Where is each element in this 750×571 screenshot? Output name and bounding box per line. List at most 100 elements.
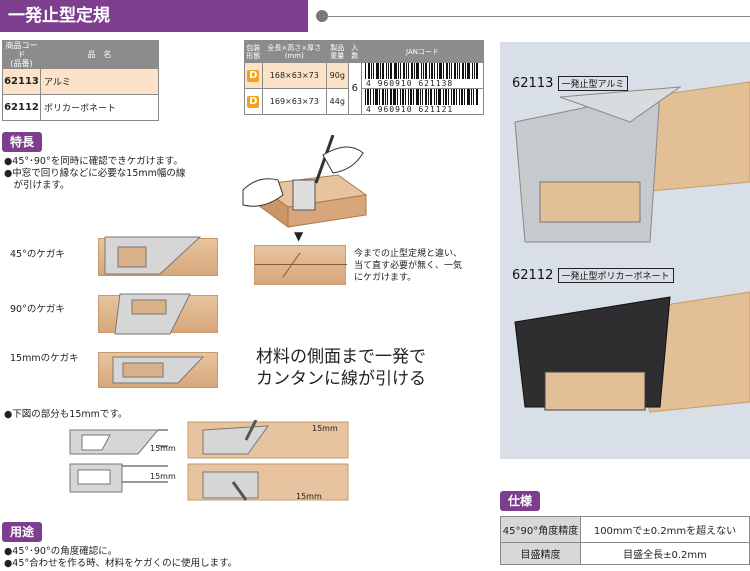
barcode-bar bbox=[421, 63, 422, 79]
barcode-bar bbox=[386, 63, 387, 79]
barcode-bar bbox=[439, 63, 442, 79]
barcode-bar bbox=[393, 89, 396, 105]
barcode-bar bbox=[388, 63, 389, 79]
barcode-bar bbox=[453, 89, 455, 105]
pack-badge-d: D bbox=[247, 95, 260, 108]
bottom-note: ●下図の部分も15mmです。 bbox=[4, 409, 128, 420]
dim-label: 15mm bbox=[150, 444, 176, 453]
barcode-bar bbox=[434, 89, 435, 105]
table-row: 45°90°角度精度 100mmで±0.2mmを超えない bbox=[500, 516, 750, 543]
barcode-bar bbox=[400, 89, 401, 105]
barcode-bar bbox=[445, 89, 447, 105]
barcode-bar bbox=[462, 63, 464, 79]
barcode-bar bbox=[473, 89, 474, 105]
dimension-diagrams bbox=[69, 420, 349, 501]
barcode-bar bbox=[476, 89, 478, 105]
barcode-bar bbox=[474, 63, 475, 79]
barcode-bar bbox=[430, 89, 432, 105]
hand-marking-illustration bbox=[242, 135, 368, 228]
barcode-bar bbox=[367, 89, 369, 105]
barcode-bar bbox=[416, 63, 419, 79]
barcode-bar bbox=[472, 63, 473, 79]
barcode-bar bbox=[425, 63, 427, 79]
col-qty: 入数 bbox=[347, 40, 363, 63]
barcode-2 bbox=[365, 89, 480, 105]
table-row: D 168×63×73 90g 6 4 960910 621138 bbox=[244, 62, 484, 115]
col-jan: JANコード bbox=[361, 40, 484, 63]
barcode-bar bbox=[408, 63, 409, 79]
col-weight: 製品重量 bbox=[326, 40, 349, 63]
barcode-bar bbox=[437, 63, 438, 79]
headline: 材料の側面まで一発で カンタンに線が引ける bbox=[256, 347, 426, 389]
barcode-bar bbox=[467, 63, 470, 79]
product-name: アルミ bbox=[40, 68, 159, 95]
col-pack: 包装 形態 bbox=[244, 40, 263, 63]
barcode-bar bbox=[443, 63, 444, 79]
table-row: 目盛精度 目盛全長±0.2mm bbox=[500, 542, 750, 565]
barcode-bar bbox=[438, 89, 441, 105]
barcode-bar bbox=[385, 89, 386, 105]
barcode-bar bbox=[443, 89, 444, 105]
barcode-1 bbox=[365, 63, 480, 79]
barcode-bar bbox=[382, 63, 384, 79]
barcode-bar bbox=[451, 63, 452, 79]
product-table: 商品コード (品番) 品 名 62113 アルミ 62112 ポリカーボネート bbox=[2, 40, 159, 121]
jan-cell: 4 960910 621121 bbox=[361, 88, 484, 115]
barcode-bar bbox=[370, 89, 371, 105]
barcode-bar bbox=[459, 89, 460, 105]
product-photo-illustration bbox=[514, 81, 750, 413]
barcode-bar bbox=[373, 89, 374, 105]
size-cell: 169×63×73 bbox=[261, 88, 328, 115]
wood-result-illustration bbox=[254, 245, 347, 285]
uses-label: 用途 bbox=[2, 522, 43, 542]
barcode-bar bbox=[434, 63, 435, 79]
barcode-bar bbox=[365, 89, 366, 105]
barcode-bar bbox=[368, 63, 370, 79]
barcode-bar bbox=[390, 63, 392, 79]
spec-value: 100mmで±0.2mmを超えない bbox=[580, 516, 750, 543]
barcode-bar bbox=[429, 63, 430, 79]
barcode-bar bbox=[461, 89, 463, 105]
spec-key: 45°90°角度精度 bbox=[500, 516, 581, 543]
arrow-down-icon: ▼ bbox=[294, 229, 304, 243]
barcode-bar bbox=[380, 63, 381, 79]
jan-table: 包装 形態 全長×高さ×厚さ (mm) 製品重量 入数 JANコード D 168… bbox=[244, 40, 484, 115]
ruler-15-illustration bbox=[112, 356, 205, 384]
product-label-2: 62112 一発止型ポリカーボネート bbox=[512, 268, 674, 283]
product-code: 62112 bbox=[2, 94, 41, 121]
barcode-bar bbox=[382, 89, 384, 105]
header-rule bbox=[322, 16, 750, 17]
product-name: ポリカーボネート bbox=[40, 94, 159, 121]
barcode-bar bbox=[411, 63, 413, 79]
spec-key: 目盛精度 bbox=[500, 542, 581, 565]
caption-45: 45°のケガキ bbox=[10, 249, 65, 260]
barcode-bar bbox=[465, 63, 466, 79]
page-title: 一発止型定規 bbox=[0, 0, 308, 32]
barcode-bar bbox=[403, 63, 405, 79]
size-cell: 168×63×73 bbox=[261, 62, 328, 89]
barcode-bar bbox=[375, 89, 378, 105]
barcode-bar bbox=[373, 63, 374, 79]
barcode-bar bbox=[400, 63, 401, 79]
pack-badge-d: D bbox=[247, 69, 260, 82]
feature-bullet: ●45°･90°を同時に確認できケガけます。 bbox=[4, 156, 183, 167]
barcode-bar bbox=[405, 89, 406, 105]
col-name: 品 名 bbox=[40, 40, 159, 69]
barcode-bar bbox=[413, 89, 414, 105]
barcode-bar bbox=[423, 63, 424, 79]
barcode-bar bbox=[379, 89, 380, 105]
barcode-bar bbox=[431, 63, 433, 79]
caption-15: 15mmのケガキ bbox=[10, 353, 79, 364]
caption-90: 90°のケガキ bbox=[10, 304, 65, 315]
weight-cell: 44g bbox=[326, 88, 349, 115]
spec-label: 仕様 bbox=[500, 491, 541, 511]
barcode-bar bbox=[420, 89, 421, 105]
barcode-bar bbox=[365, 63, 366, 79]
table-row: D 169×63×73 44g 4 960910 621121 bbox=[244, 88, 484, 115]
col-code: 商品コード (品番) bbox=[2, 40, 41, 69]
barcode-bar bbox=[464, 89, 465, 105]
barcode-bar bbox=[428, 89, 429, 105]
barcode-bar bbox=[402, 89, 404, 105]
barcode-bar bbox=[454, 63, 456, 79]
col-size: 全長×高さ×厚さ (mm) bbox=[261, 40, 328, 63]
